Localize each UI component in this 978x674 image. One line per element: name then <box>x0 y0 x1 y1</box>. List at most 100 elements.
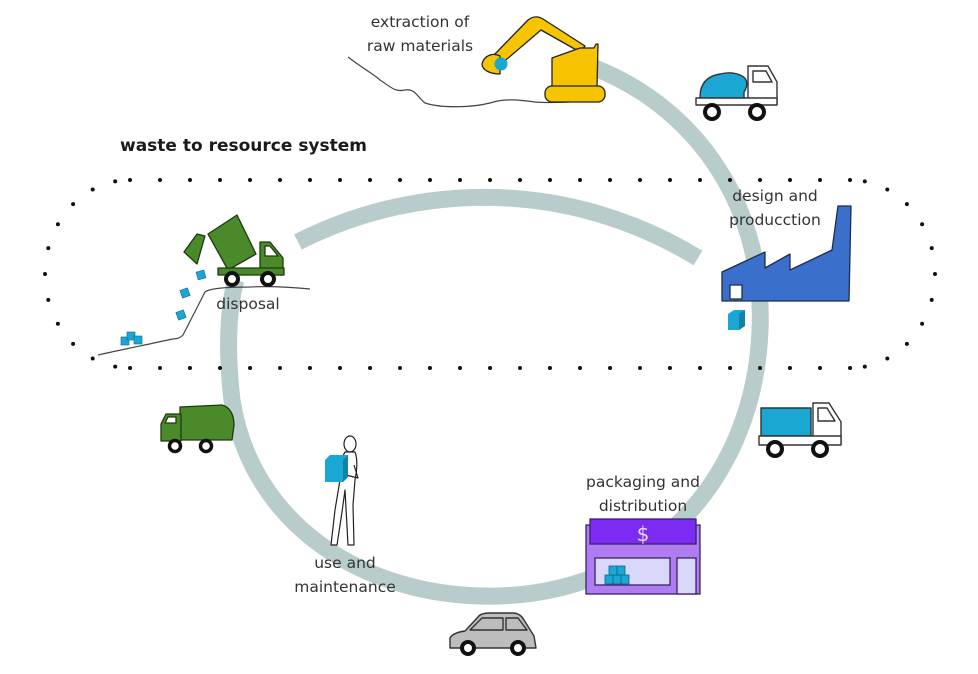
boundary-dot <box>113 179 118 184</box>
store-icon: $ <box>585 518 701 595</box>
boundary-dot <box>578 178 582 182</box>
boundary-dot <box>698 178 702 182</box>
boundary-dot <box>788 366 792 370</box>
boundary-dot <box>308 178 312 182</box>
stage-label-disposal: disposal <box>216 295 279 313</box>
boundary-dot <box>368 178 372 182</box>
stage-label-line: use and <box>314 554 376 572</box>
boundary-dot <box>338 366 342 370</box>
boundary-dot <box>518 178 522 182</box>
boundary-dot <box>668 178 672 182</box>
boundary-dot <box>929 246 934 251</box>
boundary-dot <box>46 297 51 302</box>
boundary-dot <box>71 202 76 207</box>
boundary-dot <box>885 187 890 192</box>
boundary-dot <box>248 366 252 370</box>
lifecycle-arc-outer <box>220 60 769 605</box>
boundary-dot <box>458 366 462 370</box>
boundary-dot <box>638 366 642 370</box>
person-icon <box>330 435 359 546</box>
stacked-boxes-icon <box>604 565 630 585</box>
boundary-dot <box>248 178 252 182</box>
boundary-dot <box>218 366 222 370</box>
boundary-dot <box>128 366 132 370</box>
boundary-dot <box>90 187 95 192</box>
factory-icon <box>721 205 852 302</box>
stage-label-line: design and <box>732 187 818 205</box>
boundary-dot <box>218 178 222 182</box>
terrain-line <box>347 56 601 108</box>
boundary-dot <box>46 246 51 251</box>
mixer-truck-icon <box>695 65 778 121</box>
boundary-dot <box>188 366 192 370</box>
boundary-dot <box>848 366 852 370</box>
system-boundary <box>43 178 937 370</box>
stage-label-line: maintenance <box>294 578 396 596</box>
boundary-dot <box>638 178 642 182</box>
boundary-dot <box>128 178 132 182</box>
boundary-dot <box>904 341 909 346</box>
boundary-dot <box>920 222 925 227</box>
boundary-dot <box>113 364 118 369</box>
stage-label-line: distribution <box>599 497 687 515</box>
boundary-dot <box>608 178 612 182</box>
boundary-dot <box>904 202 909 207</box>
boundary-dot <box>158 178 162 182</box>
box-truck-icon <box>758 402 842 458</box>
waste-cubes <box>120 269 207 346</box>
boundary-dot <box>758 178 762 182</box>
stage-label-line: raw materials <box>367 37 473 55</box>
boundary-dot <box>308 366 312 370</box>
excavator-icon <box>481 16 606 103</box>
boundary-dot <box>278 178 282 182</box>
dump-truck-icon <box>183 214 285 287</box>
boundary-dot <box>818 178 822 182</box>
boundary-dot <box>818 366 822 370</box>
waste-cube <box>179 287 191 299</box>
garbage-truck-icon <box>160 404 235 454</box>
boundary-dot <box>758 366 762 370</box>
boundary-dot <box>43 272 47 276</box>
stage-label-line: extraction of <box>371 13 470 31</box>
boundary-dot <box>548 178 552 182</box>
boundary-dot <box>428 178 432 182</box>
boundary-dot <box>158 366 162 370</box>
boundary-dot <box>488 178 492 182</box>
material-cube-icon <box>728 310 745 330</box>
boundary-dot <box>458 178 462 182</box>
boundary-dot <box>278 366 282 370</box>
boundary-dot <box>518 366 522 370</box>
boundary-title: waste to resource system <box>120 136 367 156</box>
boundary-dot <box>55 321 60 326</box>
boundary-dot <box>920 321 925 326</box>
stage-label-packaging: packaging and distribution <box>586 473 700 515</box>
boundary-dot <box>698 366 702 370</box>
boundary-dot <box>728 366 732 370</box>
boundary-dot <box>55 222 60 227</box>
waste-cube <box>133 335 143 345</box>
waste-cube <box>120 336 130 346</box>
boundary-dot <box>398 178 402 182</box>
lifecycle-arc-return <box>294 188 703 266</box>
boundary-dot <box>933 272 937 276</box>
stage-label-design: design and producction <box>729 187 821 229</box>
boundary-dot <box>71 341 76 346</box>
boundary-dot <box>668 366 672 370</box>
boundary-dot <box>862 364 867 369</box>
waste-cube <box>175 309 187 321</box>
boundary-dot <box>788 178 792 182</box>
boundary-dot <box>608 366 612 370</box>
stage-label-line: producction <box>729 211 821 229</box>
stage-label-line: packaging and <box>586 473 700 491</box>
boundary-dot <box>885 356 890 361</box>
boundary-dot <box>548 366 552 370</box>
boundary-dot <box>728 178 732 182</box>
boundary-dot <box>488 366 492 370</box>
lifecycle-loop <box>220 60 769 605</box>
store-sign-text: $ <box>637 522 650 546</box>
boundary-dot <box>90 356 95 361</box>
stage-label-use: use and maintenance <box>294 554 396 596</box>
boundary-dot <box>428 366 432 370</box>
boundary-dot <box>929 297 934 302</box>
